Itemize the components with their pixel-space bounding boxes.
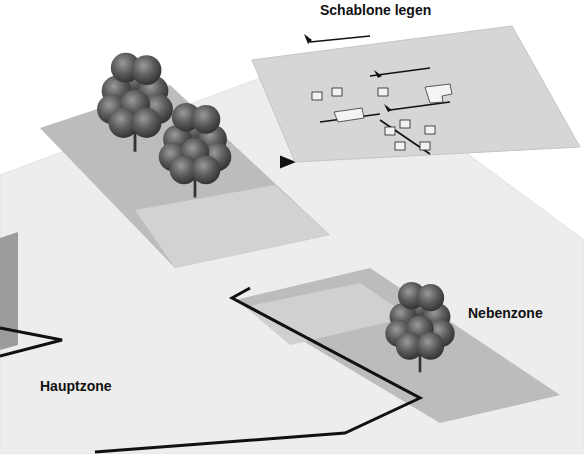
tree [97,53,173,152]
zone-label: Schablone legen [320,2,431,19]
zone-shape [0,298,440,454]
zone-shape [235,265,580,425]
tree [385,282,454,372]
zone-label: Nebenzone [468,305,543,322]
template-sheet: Schablone legen [250,2,584,162]
zone-label: Hauptzone [40,378,112,395]
trees [97,53,231,198]
zone-band [135,185,330,268]
zone-shape [250,2,584,162]
side-zone: Nebenzone [235,265,580,425]
tree [159,103,232,198]
main-zone: Hauptzone [0,298,440,454]
